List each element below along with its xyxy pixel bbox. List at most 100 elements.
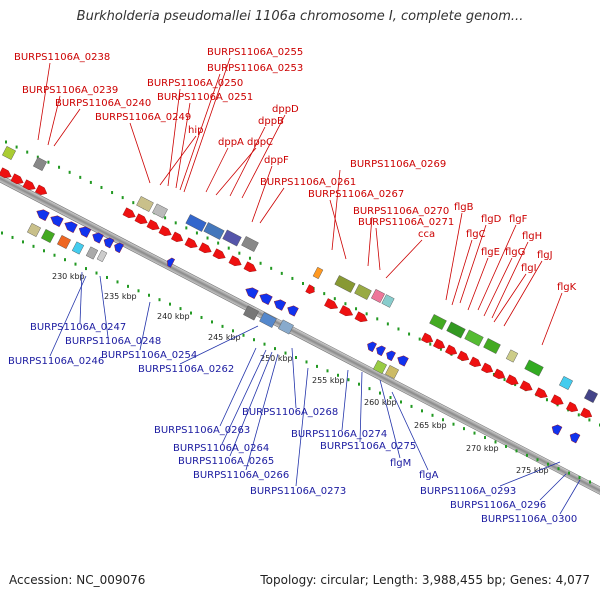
- tick-mark: [368, 387, 371, 391]
- leader-line: [79, 271, 83, 324]
- forward-gene-arrow: [198, 242, 212, 254]
- reverse-gene-label: flgM: [390, 458, 411, 469]
- reverse-gene-label: BURPS1106A_0246: [8, 356, 104, 367]
- accession-text: Accession: NC_009076: [9, 573, 146, 587]
- tick-mark: [545, 398, 548, 402]
- reverse-gene-label: BURPS1106A_0248: [65, 336, 161, 347]
- forward-gene-arrow: [534, 387, 548, 399]
- forward-gene-label: BURPS1106A_0269: [350, 159, 446, 170]
- leader-line: [375, 227, 381, 271]
- forward-gene-label: dppD: [272, 104, 299, 115]
- forward-gene-arrow: [243, 261, 257, 273]
- cog-block: [136, 196, 154, 212]
- reverse-gene-label: BURPS1106A_0266: [193, 470, 289, 481]
- tick-mark: [174, 221, 177, 225]
- tick-mark: [536, 458, 539, 462]
- tick-mark: [305, 360, 308, 364]
- tick-mark: [74, 262, 77, 266]
- reverse-gene-label: BURPS1106A_0265: [178, 456, 274, 467]
- forward-gene-arrow: [35, 184, 48, 196]
- tick-mark: [463, 427, 465, 431]
- forward-gene-label: dppA: [218, 137, 244, 148]
- tick-mark: [515, 449, 518, 453]
- tick-mark: [473, 431, 476, 435]
- cog-block: [243, 305, 259, 321]
- tick-mark: [116, 280, 119, 284]
- kbp-tick-label: 265 kbp: [414, 421, 447, 430]
- reverse-gene-label: BURPS1106A_0254: [101, 350, 197, 361]
- tick-mark: [284, 351, 287, 355]
- leader-line: [329, 199, 347, 260]
- tick-mark: [89, 180, 92, 184]
- cog-block: [278, 319, 294, 335]
- leader-line: [503, 260, 543, 327]
- leader-line: [559, 479, 581, 515]
- tick-mark: [547, 462, 549, 466]
- cog-block: [26, 222, 42, 238]
- reverse-gene-arrow: [36, 209, 50, 222]
- tick-mark: [418, 337, 421, 341]
- forward-gene-label: flgC: [466, 229, 486, 240]
- tick-mark: [95, 271, 98, 275]
- cog-block: [222, 229, 242, 247]
- forward-gene-label: BURPS1106A_0251: [157, 92, 253, 103]
- tick-mark: [323, 292, 326, 296]
- forward-gene-arrow: [566, 401, 579, 413]
- reverse-gene-label: BURPS1106A_0274: [291, 429, 387, 440]
- tick-mark: [429, 342, 432, 346]
- leader-line: [259, 187, 285, 224]
- leader-line: [219, 347, 257, 427]
- reverse-gene-arrow: [92, 232, 104, 244]
- forward-gene-label: BURPS1106A_0240: [55, 98, 151, 109]
- cog-block: [583, 388, 599, 404]
- forward-gene-label: BURPS1106A_0250: [147, 78, 243, 89]
- kbp-tick-label: 250 kbp: [260, 354, 293, 363]
- tick-mark: [206, 236, 209, 240]
- forward-gene-label: flgJ: [537, 250, 553, 261]
- forward-strand-genes: [0, 167, 593, 419]
- forward-gene-arrow: [421, 332, 434, 344]
- leader-line: [295, 367, 309, 487]
- tick-mark: [127, 284, 129, 288]
- forward-gene-arrow: [469, 356, 482, 368]
- cog-block: [446, 321, 466, 339]
- tick-mark: [578, 476, 581, 480]
- kbp-tick-label: 275 kbp: [516, 466, 549, 475]
- tick-mark: [253, 338, 255, 342]
- leader-line: [483, 257, 513, 317]
- leader-line: [179, 73, 221, 191]
- kbp-tick-label: 255 kbp: [312, 376, 345, 385]
- reverse-gene-label: BURPS1106A_0296: [450, 500, 546, 511]
- tick-mark: [179, 307, 182, 311]
- cog-category-blocks: [1, 145, 599, 404]
- cog-block: [464, 329, 484, 347]
- label-leader-lines: [37, 57, 581, 515]
- kbp-tick-label: 270 kbp: [466, 444, 499, 453]
- tick-mark: [358, 382, 360, 386]
- tick-mark: [274, 347, 276, 351]
- tick-mark: [494, 440, 497, 444]
- forward-gene-arrow: [493, 368, 506, 380]
- leader-line: [341, 369, 349, 431]
- forward-gene-label: flgK: [557, 282, 577, 293]
- tick-mark: [169, 302, 171, 306]
- cog-block: [241, 236, 259, 252]
- forward-gene-label: flgE: [481, 247, 500, 258]
- tick-mark: [1, 231, 3, 235]
- kbp-tick-label: 230 kbp: [52, 272, 85, 281]
- tick-mark: [259, 261, 262, 265]
- reverse-gene-label: BURPS1106A_0293: [420, 486, 516, 497]
- tick-mark: [227, 246, 230, 250]
- tick-mark: [58, 165, 61, 169]
- forward-gene-arrow: [171, 231, 184, 243]
- reverse-strand-genes: [36, 209, 581, 444]
- tick-mark: [132, 201, 135, 205]
- forward-gene-label: flgD: [481, 214, 502, 225]
- forward-gene-arrow: [339, 305, 354, 317]
- forward-gene-arrow: [228, 255, 242, 267]
- reverse-gene-label: BURPS1106A_0275: [320, 441, 416, 452]
- tick-mark: [79, 175, 82, 179]
- reverse-gene-arrow: [569, 432, 581, 444]
- leader-line: [541, 292, 563, 346]
